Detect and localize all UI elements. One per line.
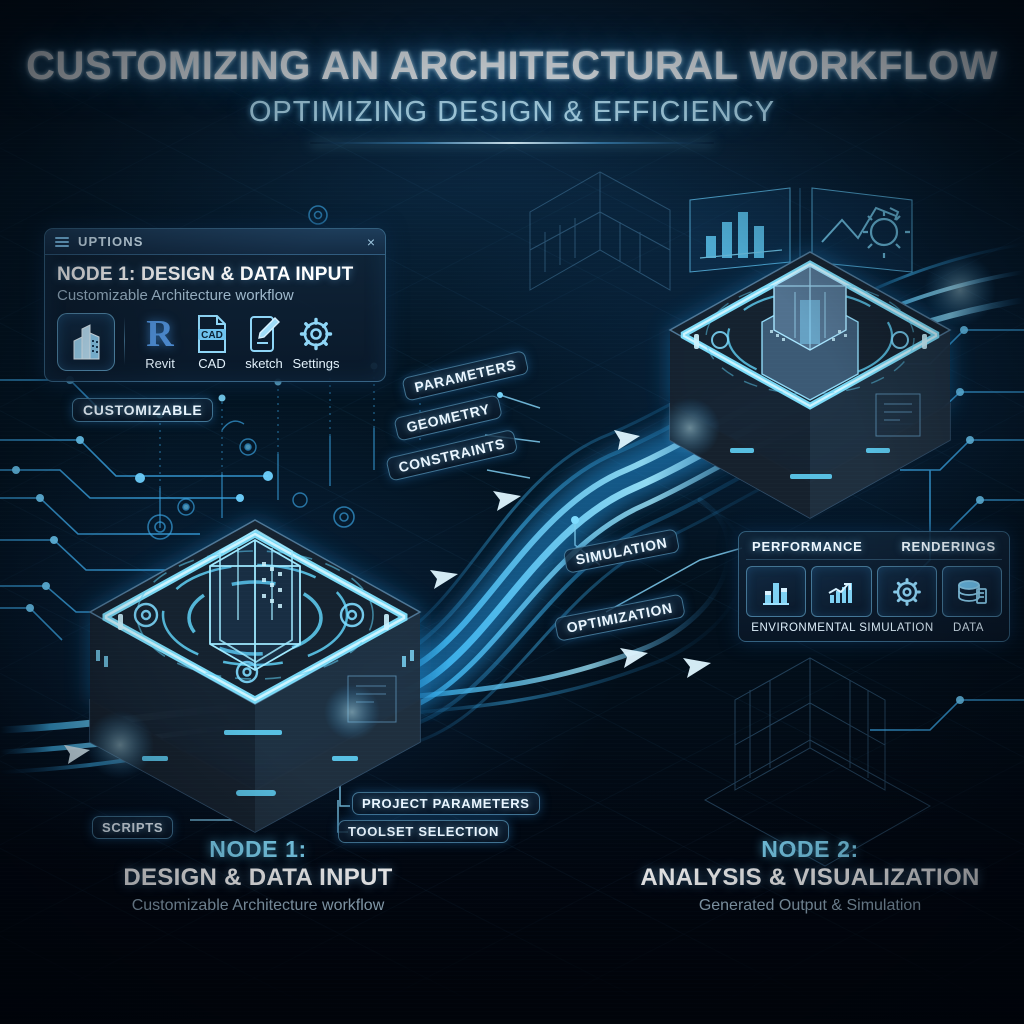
gear-icon[interactable] xyxy=(876,566,937,617)
node-1-number: NODE 1: xyxy=(209,836,307,862)
tool-settings[interactable]: Settings xyxy=(290,313,342,371)
tool-label: Settings xyxy=(292,356,340,371)
gear-icon xyxy=(290,313,342,355)
badge-project-parameters[interactable]: PROJECT PARAMETERS xyxy=(352,792,540,815)
node-2-subtitle: Generated Output & Simulation xyxy=(698,897,922,914)
badge-customizable[interactable]: CUSTOMIZABLE xyxy=(72,398,214,422)
building-icon[interactable] xyxy=(57,313,115,371)
node-2-number: NODE 2: xyxy=(761,836,859,862)
results-header-performance: PERFORMANCE xyxy=(752,539,863,554)
svg-text:CAD: CAD xyxy=(201,330,223,341)
page-subtitle: OPTIMIZING DESIGN & EFFICIENCY xyxy=(248,96,776,128)
tool-sketch[interactable]: sketch xyxy=(238,313,290,371)
results-header-renderings: RENDERINGS xyxy=(901,539,996,554)
tool-revit[interactable]: R Revit xyxy=(134,313,186,371)
options-panel-body: NODE 1: DESIGN & DATA INPUT Customizable… xyxy=(45,255,385,381)
tool-label: sketch xyxy=(245,356,283,371)
line-chart-up-icon[interactable] xyxy=(811,566,872,617)
options-node-subtitle: Customizable Architecture workflow xyxy=(57,287,294,304)
results-panel-header: PERFORMANCE RENDERINGS xyxy=(746,538,1002,560)
title-divider xyxy=(310,142,714,144)
cad-file-icon: CAD xyxy=(186,313,238,355)
page-title: CUSTOMIZING AN ARCHITECTURAL WORKFLOW xyxy=(26,44,998,88)
options-panel[interactable]: UPTIONS × NODE 1: DESIGN & DATA INPUT Cu… xyxy=(44,228,386,382)
close-icon[interactable]: × xyxy=(366,233,375,250)
panel-divider xyxy=(124,317,125,365)
tool-cad[interactable]: CAD CAD xyxy=(186,313,238,371)
node-2-title: ANALYSIS & VISUALIZATION xyxy=(640,864,980,891)
options-panel-title: UPTIONS xyxy=(78,234,144,249)
results-panel[interactable]: PERFORMANCE RENDERINGS xyxy=(738,531,1010,642)
database-stack-icon[interactable] xyxy=(941,566,1002,617)
node-1-caption: NODE 1: DESIGN & DATA INPUT Customizable… xyxy=(48,836,468,915)
node-1-subtitle: Customizable Architecture workflow xyxy=(131,897,385,914)
sketch-tablet-pencil-icon xyxy=(238,313,290,355)
node-2-caption: NODE 2: ANALYSIS & VISUALIZATION Generat… xyxy=(600,836,1020,915)
bar-chart-icon[interactable] xyxy=(746,566,807,617)
tool-label: Revit xyxy=(145,356,175,371)
revit-r-icon: R xyxy=(146,313,174,355)
results-footer-environmental: ENVIRONMENTAL SIMULATION xyxy=(751,622,934,634)
options-panel-titlebar: UPTIONS × xyxy=(45,229,385,255)
results-footer-data: DATA xyxy=(953,622,984,634)
options-tool-row: R Revit CAD CAD xyxy=(57,313,373,371)
results-icon-row xyxy=(746,566,1002,617)
menu-icon[interactable] xyxy=(55,236,69,247)
tool-label: CAD xyxy=(198,356,226,371)
options-node-title: NODE 1: DESIGN & DATA INPUT xyxy=(57,264,354,285)
results-panel-footer: ENVIRONMENTAL SIMULATION DATA xyxy=(746,622,1002,634)
node-1-title: DESIGN & DATA INPUT xyxy=(123,864,393,891)
